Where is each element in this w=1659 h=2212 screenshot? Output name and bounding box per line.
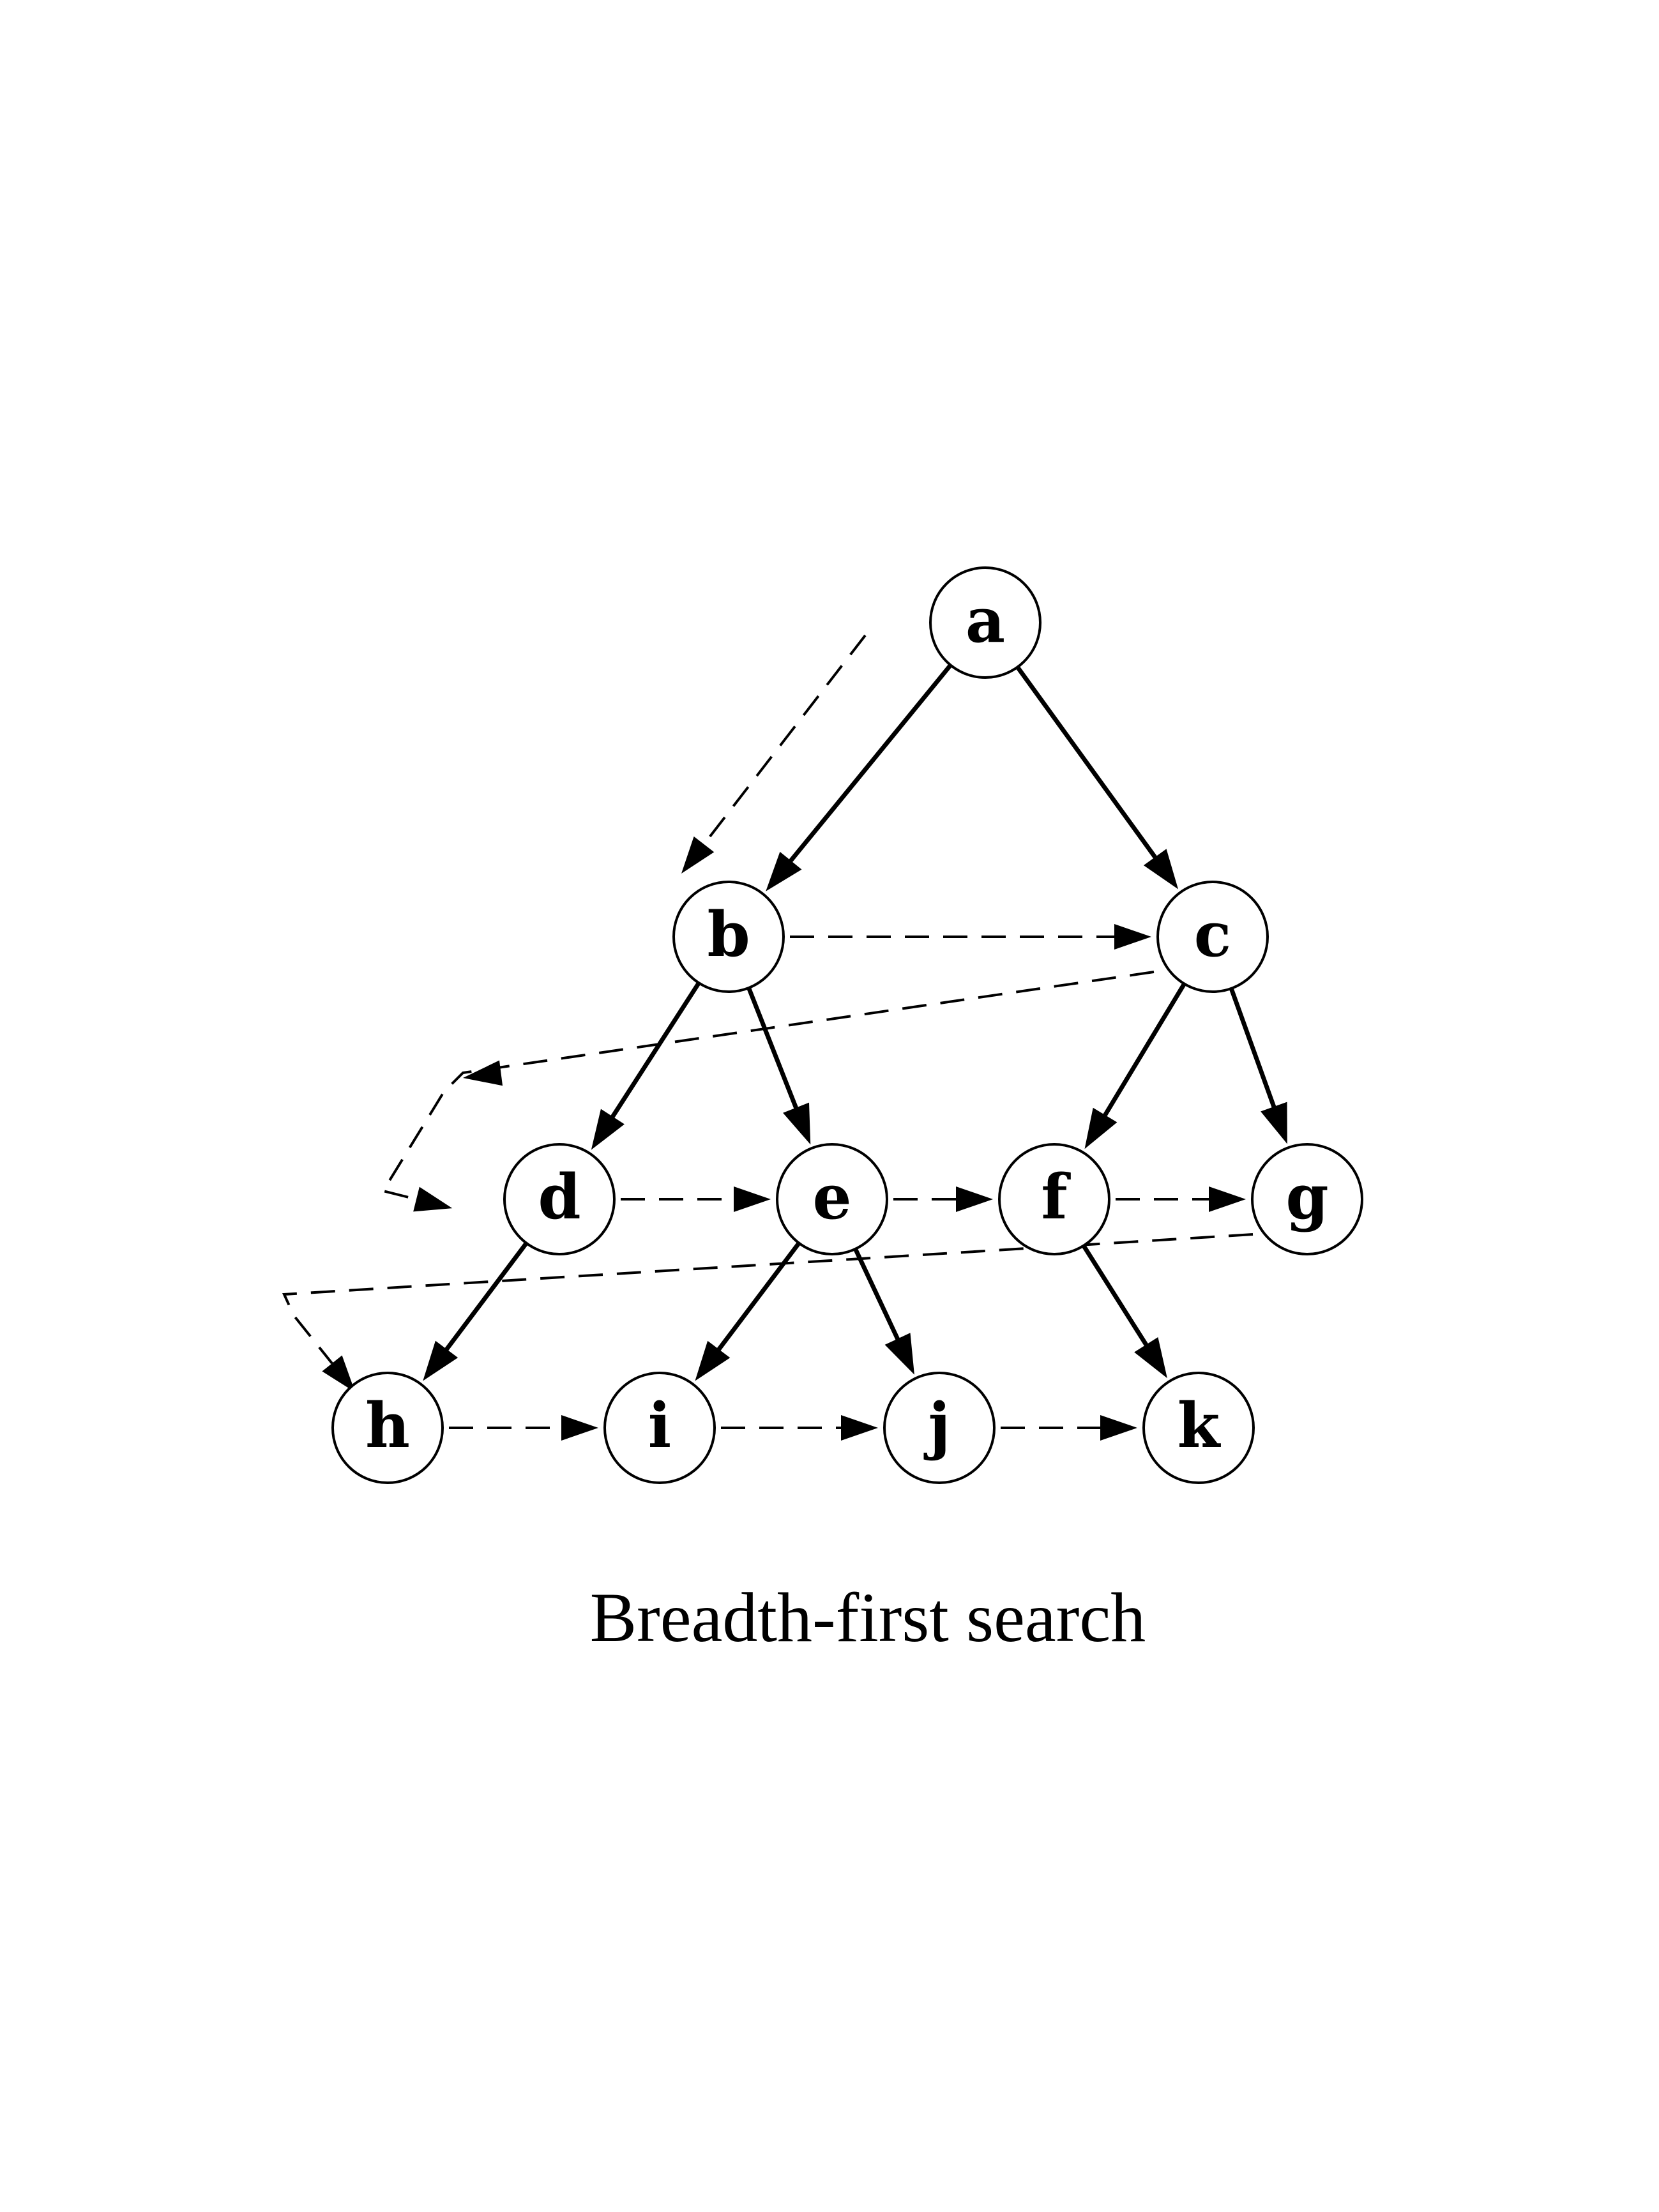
tree-arrowhead-d-h xyxy=(423,1340,458,1381)
tree-arrowhead-b-d xyxy=(591,1109,625,1150)
traversal-arrowhead-g-h xyxy=(322,1355,356,1393)
node-g-label: g xyxy=(1285,1161,1328,1233)
tree-edge-e-j xyxy=(853,1248,901,1342)
node-h-label: h xyxy=(365,1390,410,1462)
node-c: c xyxy=(1156,881,1269,993)
tree-edge-c-f xyxy=(1102,982,1186,1119)
node-e-label: e xyxy=(812,1161,851,1233)
node-h: h xyxy=(331,1372,444,1484)
tree-edge-e-i xyxy=(715,1241,801,1353)
tree-edge-b-e xyxy=(746,987,799,1111)
node-k-label: k xyxy=(1178,1390,1222,1462)
traversal-arrowhead-wrap-bend xyxy=(463,1060,503,1086)
node-a: a xyxy=(929,566,1042,679)
traversal-arrowhead-h-i xyxy=(561,1415,598,1441)
node-c-label: c xyxy=(1194,898,1231,971)
tree-arrowhead-a-c xyxy=(1143,849,1179,890)
node-i-label: i xyxy=(648,1390,671,1462)
node-f: f xyxy=(998,1143,1110,1255)
tree-arrowhead-e-j xyxy=(884,1333,914,1375)
traversal-arrowhead-e-f xyxy=(956,1186,993,1212)
tree-arrowhead-b-e xyxy=(783,1102,811,1145)
tree-edge-c-g xyxy=(1229,987,1277,1110)
nodes: a b c d e f g h xyxy=(331,566,1363,1484)
tree-edge-b-d xyxy=(609,981,701,1120)
node-d: d xyxy=(503,1143,616,1255)
node-b-label: b xyxy=(707,898,750,971)
node-e: e xyxy=(776,1143,888,1255)
traversal-arrowhead-j-k xyxy=(1100,1415,1137,1441)
tree-arrowhead-e-i xyxy=(695,1340,731,1381)
tree-edges xyxy=(423,663,1287,1381)
traversal-arrowhead-i-j xyxy=(841,1415,878,1441)
traversal-edge-g-h xyxy=(282,1233,1254,1365)
node-b: b xyxy=(672,881,785,993)
traversal-arrowhead-f-g xyxy=(1209,1186,1246,1212)
traversal-arrowhead-start-b xyxy=(681,836,715,874)
traversal-edge-start-b xyxy=(702,634,867,845)
node-f-label: f xyxy=(1041,1161,1071,1233)
tree-edge-a-b xyxy=(787,663,953,865)
traversal-arrowhead-d-e xyxy=(734,1186,771,1212)
node-g: g xyxy=(1251,1143,1363,1255)
traversal-edges xyxy=(282,634,1254,1441)
tree-arrowhead-f-k xyxy=(1134,1337,1167,1379)
node-j: j xyxy=(883,1372,996,1484)
tree-edge-a-c xyxy=(1015,665,1158,861)
node-d-label: d xyxy=(538,1161,580,1233)
tree-edge-d-h xyxy=(443,1241,529,1353)
traversal-edge-c-d xyxy=(381,971,1155,1201)
tree-edge-f-k xyxy=(1081,1244,1149,1349)
diagram-caption: Breadth-first search xyxy=(589,1579,1146,1656)
traversal-arrowhead-c-d xyxy=(413,1186,453,1212)
tree-arrowhead-c-f xyxy=(1084,1107,1117,1149)
node-j-label: j xyxy=(923,1390,951,1462)
traversal-arrowhead-b-c xyxy=(1114,924,1151,950)
node-a-label: a xyxy=(966,584,1005,656)
tree-arrowhead-a-b xyxy=(766,851,802,891)
node-k: k xyxy=(1142,1372,1255,1484)
node-i: i xyxy=(603,1372,716,1484)
tree-arrowhead-c-g xyxy=(1261,1102,1287,1144)
